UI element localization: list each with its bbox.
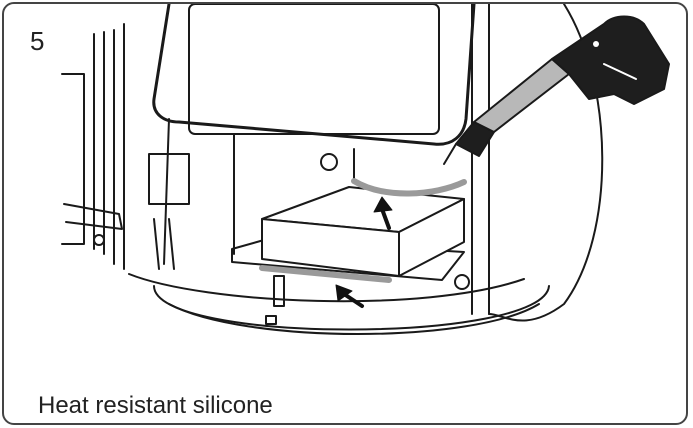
door-panel xyxy=(61,73,85,245)
box-side xyxy=(398,198,465,277)
silicone-bead-top xyxy=(351,178,467,197)
door-frame xyxy=(93,23,125,270)
hinge-bolt xyxy=(93,234,105,246)
base-ring-inner xyxy=(168,303,540,335)
door-handle-frame xyxy=(152,4,476,146)
base-tab xyxy=(265,315,277,325)
arrow-icon xyxy=(335,284,364,308)
post xyxy=(273,275,285,307)
instruction-panel: 5 Heat resistant silicone xyxy=(2,2,688,425)
arrow-icon xyxy=(373,196,393,230)
bolt xyxy=(454,274,470,290)
glass-frame xyxy=(188,4,440,135)
silicone-bead-front xyxy=(259,265,392,283)
floor-edge xyxy=(128,273,525,303)
stove-illustration xyxy=(61,4,670,335)
support-rod xyxy=(153,218,175,270)
control-bracket xyxy=(148,153,190,205)
step-number: 5 xyxy=(30,26,45,56)
silicone-gun-icon xyxy=(443,15,670,165)
mounting-plate xyxy=(231,239,465,281)
chamber-line xyxy=(163,118,355,265)
caption: Heat resistant silicone xyxy=(38,392,273,419)
door-hinge xyxy=(63,203,123,230)
sensor-knob xyxy=(320,153,338,171)
